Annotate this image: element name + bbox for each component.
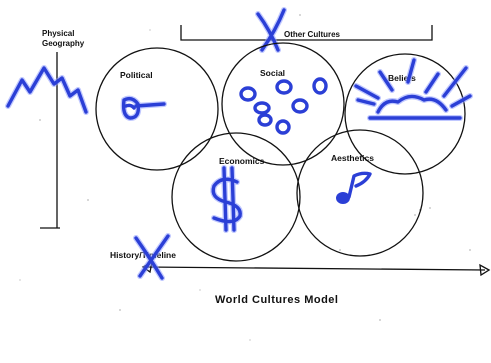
history-timeline-label: History/Timeline (110, 250, 176, 260)
social-label: Social (260, 68, 285, 78)
physical-geography-label-line2: Geography (42, 39, 85, 48)
hole-mark-center-icon (281, 340, 287, 352)
beliefs-label: Beliefs (388, 73, 416, 83)
dollar-sign-icon (210, 165, 244, 233)
cannon-doodle-icon (120, 95, 167, 121)
diagram-title: World Cultures Model (215, 294, 338, 306)
timeline-x-mark-icon (133, 233, 171, 281)
beliefs-circle (344, 53, 466, 175)
other-cultures-bracket (180, 25, 433, 41)
political-circle (95, 47, 219, 171)
aesthetics-label: Aesthetics (331, 153, 374, 163)
social-circles-icon (239, 77, 328, 135)
music-note-icon (336, 171, 372, 204)
x-mark-icon (255, 7, 287, 53)
timeline-axis (144, 266, 486, 271)
social-circle (221, 42, 345, 166)
hole-mark-left-icon (70, 340, 76, 352)
economics-circle (171, 132, 301, 262)
political-label: Political (120, 70, 153, 80)
arrow-right-icon (479, 263, 491, 277)
mountain-doodle-icon (5, 65, 89, 115)
scan-noise (19, 14, 471, 341)
other-cultures-label: Other Cultures (284, 30, 341, 39)
physical-geography-label-line1: Physical (42, 29, 74, 38)
economics-label: Economics (219, 156, 265, 166)
aesthetics-circle (296, 129, 424, 257)
sunrise-icon (353, 57, 473, 121)
